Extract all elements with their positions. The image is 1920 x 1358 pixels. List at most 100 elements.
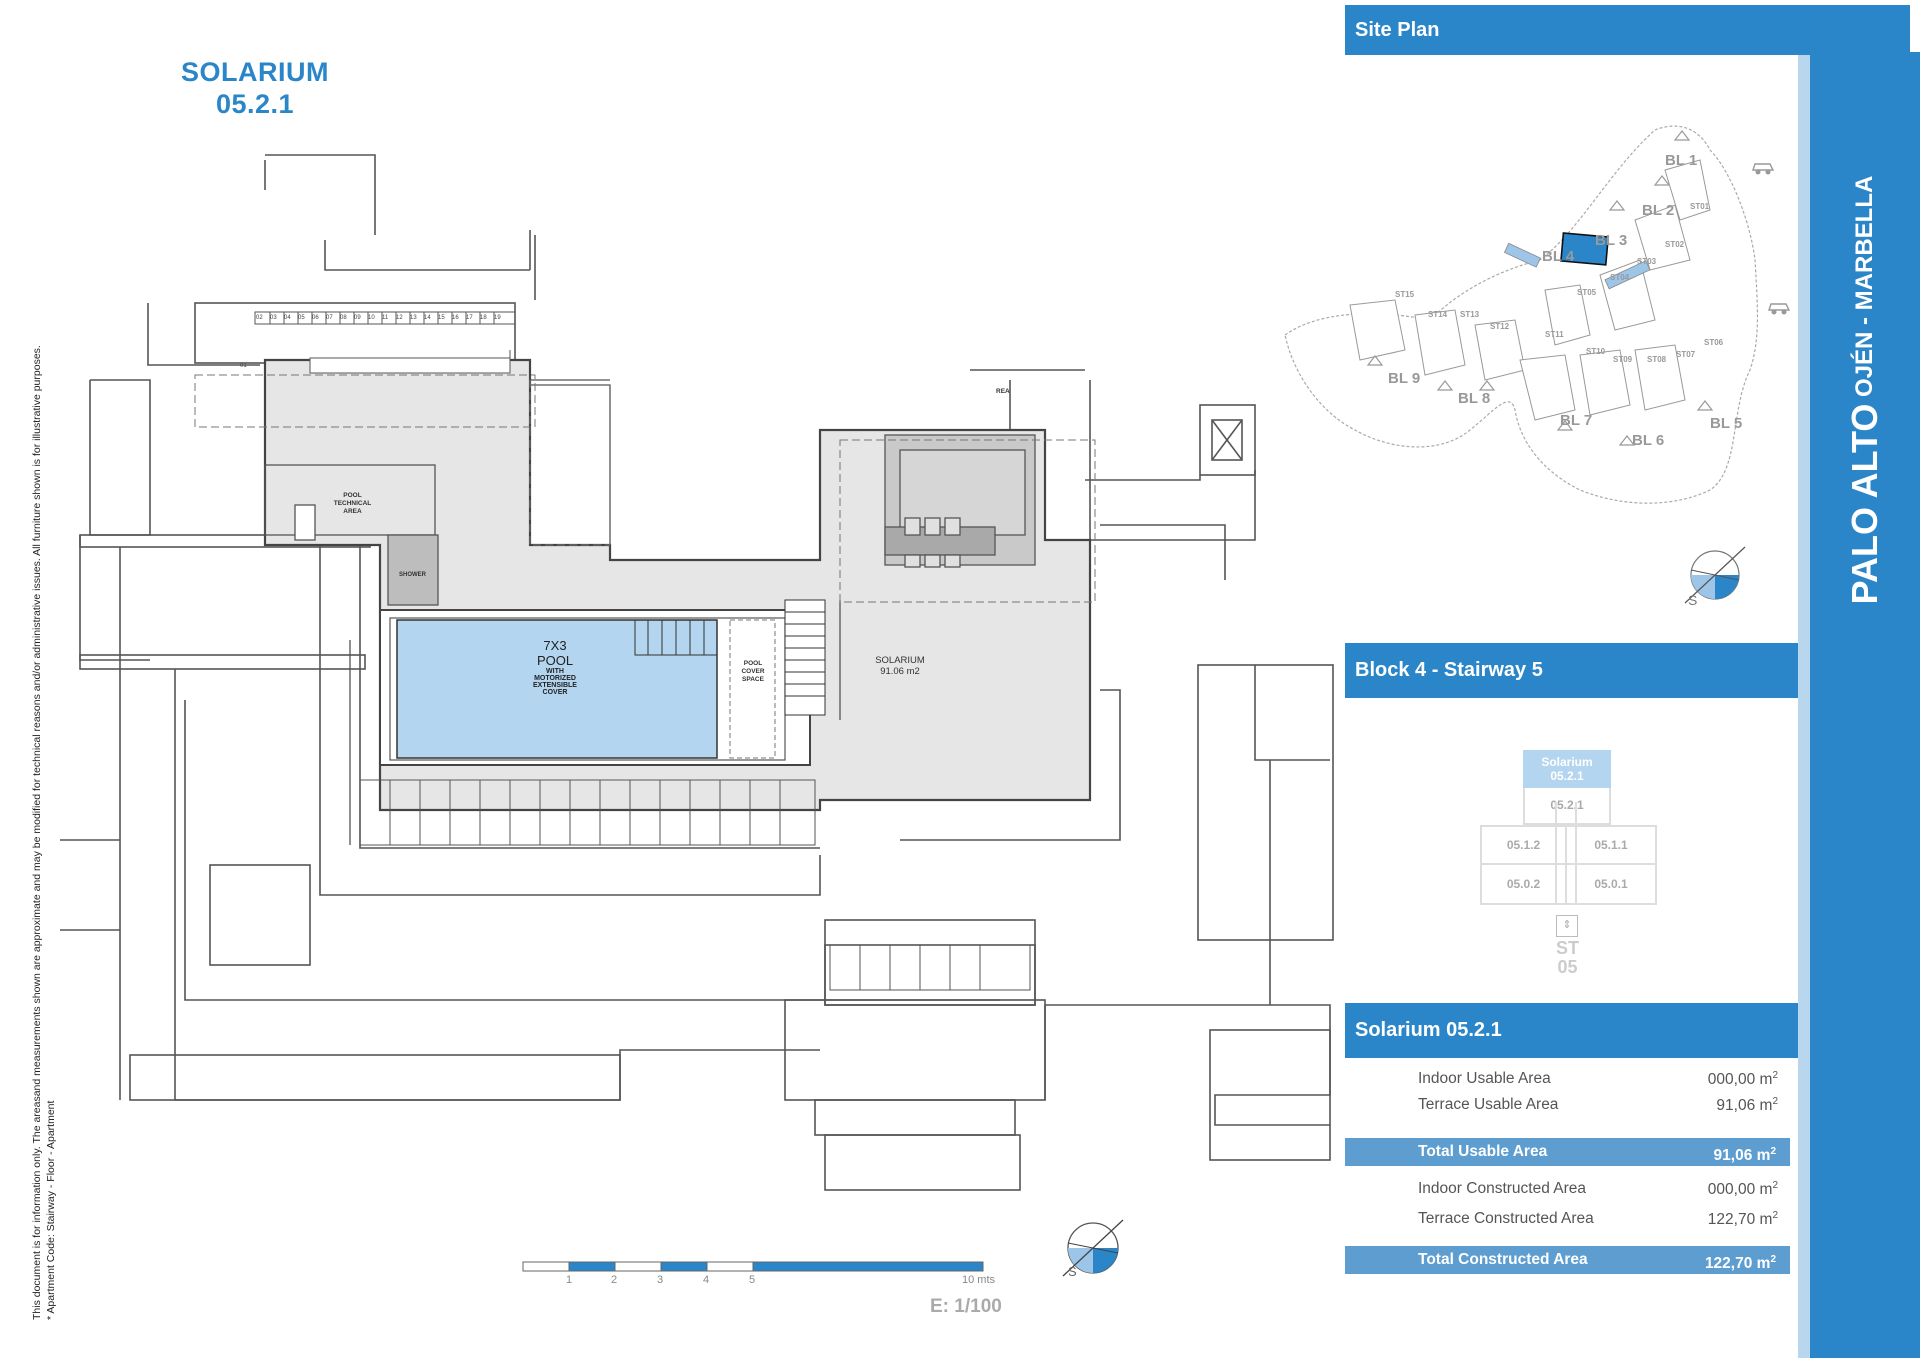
- unit-cell: 05.0.1: [1565, 863, 1657, 905]
- unit-highlight-line1: Solarium: [1541, 755, 1593, 769]
- pta-3: AREA: [343, 508, 362, 515]
- unit-label: 05.1.1: [1594, 838, 1628, 852]
- stair-label-line1: ST: [1555, 938, 1579, 958]
- area-unit-sup: 2: [1772, 1070, 1778, 1081]
- block-label: BL 1: [1665, 152, 1698, 169]
- stairway-label: ST12: [1490, 322, 1510, 331]
- page-title-line2: 05.2.1: [215, 89, 295, 119]
- side-band-stripe: [1798, 52, 1810, 1358]
- compass-letter: S: [1068, 1264, 1077, 1279]
- unit-label: 05.0.2: [1506, 877, 1541, 891]
- block-diagram: Solarium 05.2.1 05.2.1 05.1.2 05.1.1 05.…: [1480, 745, 1680, 985]
- stair-num: 06: [312, 315, 319, 321]
- area-label: Indoor Usable Area: [1418, 1070, 1551, 1087]
- unit-cell: 05.0.2: [1480, 863, 1567, 905]
- stairway-label: ST03: [1637, 257, 1657, 266]
- rea-label: REA: [996, 388, 1010, 395]
- unit-label: 05.1.2: [1506, 838, 1541, 852]
- stairway-label: ST10: [1586, 347, 1606, 356]
- scale-tick: 4: [703, 1274, 710, 1286]
- unit-highlight: Solarium 05.2.1: [1523, 750, 1611, 788]
- stairway-label: ST09: [1613, 355, 1633, 364]
- scale-ratio: E: 1/100: [930, 1296, 1002, 1317]
- stair-num: 12: [396, 315, 403, 321]
- total-constructed-sup: 2: [1770, 1254, 1776, 1265]
- side-band-title: PALO ALTO: [1844, 403, 1885, 605]
- block-label: BL 3: [1595, 232, 1628, 249]
- total-usable-bar: Total Usable Area 91,06 m2: [1345, 1138, 1790, 1166]
- areas-header: Solarium 05.2.1: [1345, 1003, 1798, 1058]
- scale-bar: [522, 1261, 984, 1272]
- total-constructed-label: Total Constructed Area: [1418, 1251, 1588, 1268]
- block-label: BL 6: [1632, 432, 1665, 449]
- stairway-label: ST02: [1665, 240, 1685, 249]
- stair-num: 16: [452, 315, 459, 321]
- pool-note-3: EXTENSIBLE: [533, 682, 577, 689]
- area-row: Terrace Constructed Area 122,70 m2: [1418, 1210, 1778, 1230]
- site-plan-map: [1284, 125, 1759, 504]
- unit-cell: 05.1.1: [1565, 825, 1657, 865]
- stair-num: 04: [284, 315, 291, 321]
- stair-num: 07: [326, 315, 333, 321]
- block-label: BL 2: [1642, 202, 1675, 219]
- stair-num: 17: [466, 315, 473, 321]
- scale-tick: 10 mts: [962, 1274, 996, 1286]
- stair-shaft: [1555, 802, 1577, 905]
- stair-num: 18: [480, 315, 487, 321]
- pool-cover-1: POOL: [743, 660, 763, 667]
- block-label: BL 8: [1458, 390, 1491, 407]
- area-value: 000,00 m: [1707, 1071, 1773, 1089]
- pool-name: POOL: [536, 653, 574, 668]
- unit-label: 05.0.1: [1594, 877, 1628, 891]
- area-label: Indoor Constructed Area: [1418, 1180, 1587, 1197]
- pool-note-1: WITH: [546, 668, 564, 675]
- solarium-name: SOLARIUM: [875, 655, 925, 666]
- stairway-label: ST06: [1704, 338, 1724, 347]
- pool-cover-3: SPACE: [742, 676, 764, 683]
- scale-tick: 1: [566, 1274, 573, 1286]
- total-usable-label: Total Usable Area: [1418, 1143, 1548, 1160]
- unit-cell: 05.1.2: [1480, 825, 1567, 865]
- block-label: BL 5: [1710, 415, 1743, 432]
- page-title-line1: SOLARIUM: [181, 57, 329, 87]
- pool-cover-2: COVER: [741, 668, 765, 675]
- scale-tick: 2: [611, 1274, 618, 1286]
- stairway-label: ST04: [1610, 273, 1630, 282]
- car-icon: [1752, 163, 1775, 175]
- site-plan-header: Site Plan: [1345, 5, 1910, 55]
- pta-2: TECHNICAL: [333, 500, 372, 507]
- stair-num: 03: [270, 315, 277, 321]
- pool-note-4: COVER: [542, 689, 568, 696]
- shower-label: SHOWER: [399, 572, 426, 578]
- side-band-subtitle: OJÉN - MARBELLA: [1851, 175, 1878, 397]
- pool-cover-space-label: POOL COVER SPACE: [728, 660, 778, 684]
- stair-numbers: 02 03 04 05 06 07 08 09 10 11 12 13 14 1…: [240, 315, 518, 369]
- area-row: Indoor Usable Area 000,00 m2: [1418, 1070, 1778, 1090]
- elevator-icon: ⇕: [1556, 915, 1578, 937]
- area-row: Terrace Usable Area 91,06 m2: [1418, 1096, 1778, 1116]
- pool-size: 7X3: [543, 638, 567, 653]
- stairway-label: ST11: [1545, 330, 1564, 339]
- stair-num: 11: [382, 315, 389, 321]
- stair-num: 10: [368, 315, 375, 321]
- solarium-label: SOLARIUM 91.06 m2: [860, 655, 940, 677]
- stair-label: ST 05: [1540, 939, 1595, 977]
- pta-1: POOL: [343, 492, 362, 499]
- area-value: 91,06 m: [1716, 1097, 1773, 1115]
- stair-num: 13: [410, 315, 417, 321]
- stairway-label: ST01: [1690, 202, 1710, 211]
- pool-note-2: MOTORIZED: [534, 675, 576, 682]
- pool-label: 7X3 POOL WITH MOTORIZED EXTENSIBLE COVER: [500, 638, 610, 696]
- area-label: Terrace Usable Area: [1418, 1096, 1559, 1113]
- block-header: Block 4 - Stairway 5: [1345, 643, 1798, 698]
- stair-num: 01: [240, 363, 247, 369]
- floor-plan: [60, 154, 1334, 1277]
- stairway-label: ST13: [1460, 310, 1480, 319]
- total-usable-value: 91,06 m: [1713, 1147, 1771, 1165]
- block-label: BL 7: [1560, 412, 1593, 429]
- stair-num: 09: [354, 315, 361, 321]
- area-value: 000,00 m: [1707, 1181, 1773, 1199]
- area-row: Indoor Constructed Area 000,00 m2: [1418, 1180, 1778, 1200]
- compass-icon: [1062, 1219, 1124, 1277]
- scale-tick: 3: [657, 1274, 664, 1286]
